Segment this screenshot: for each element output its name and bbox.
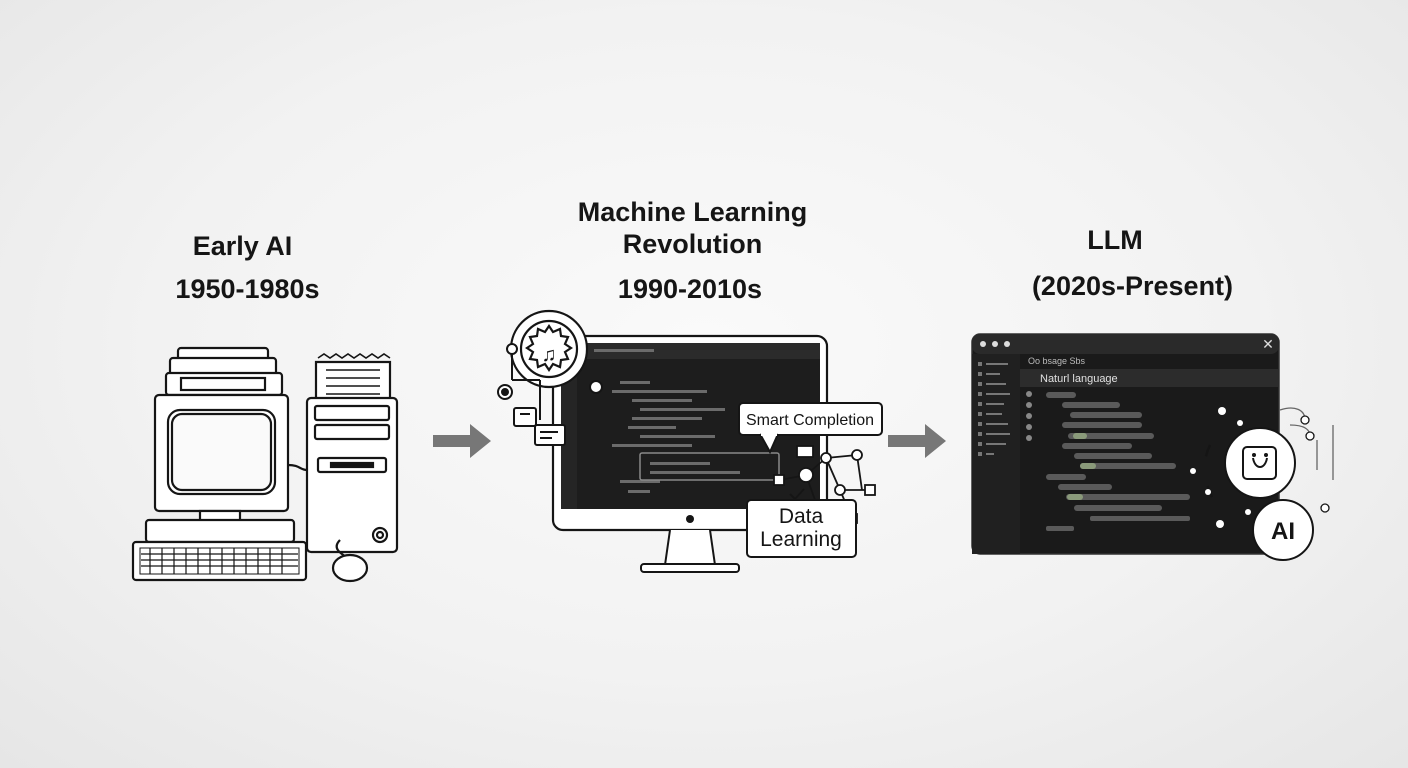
data-learning-callout: Data Learning	[747, 500, 856, 557]
editor-header-label: Naturl language	[1040, 373, 1118, 385]
window-dot-icon	[1004, 341, 1010, 347]
window-dot-icon	[980, 341, 986, 347]
gear-icon: ♫	[511, 311, 587, 387]
window-dot-icon	[992, 341, 998, 347]
editor-tab-label: Oo bsage Sbs	[1028, 356, 1086, 366]
data-learning-line2: Learning	[760, 528, 842, 551]
svg-text:♫: ♫	[542, 344, 557, 366]
retro-computer-icon	[133, 348, 397, 581]
smart-completion-label: Smart Completion	[746, 412, 874, 429]
arrow-right-icon	[888, 424, 946, 458]
close-icon[interactable]: ✕	[1262, 336, 1274, 352]
ai-badge-label: AI	[1271, 518, 1295, 545]
arrow-right-icon	[433, 424, 491, 458]
data-learning-line1: Data	[779, 505, 824, 528]
